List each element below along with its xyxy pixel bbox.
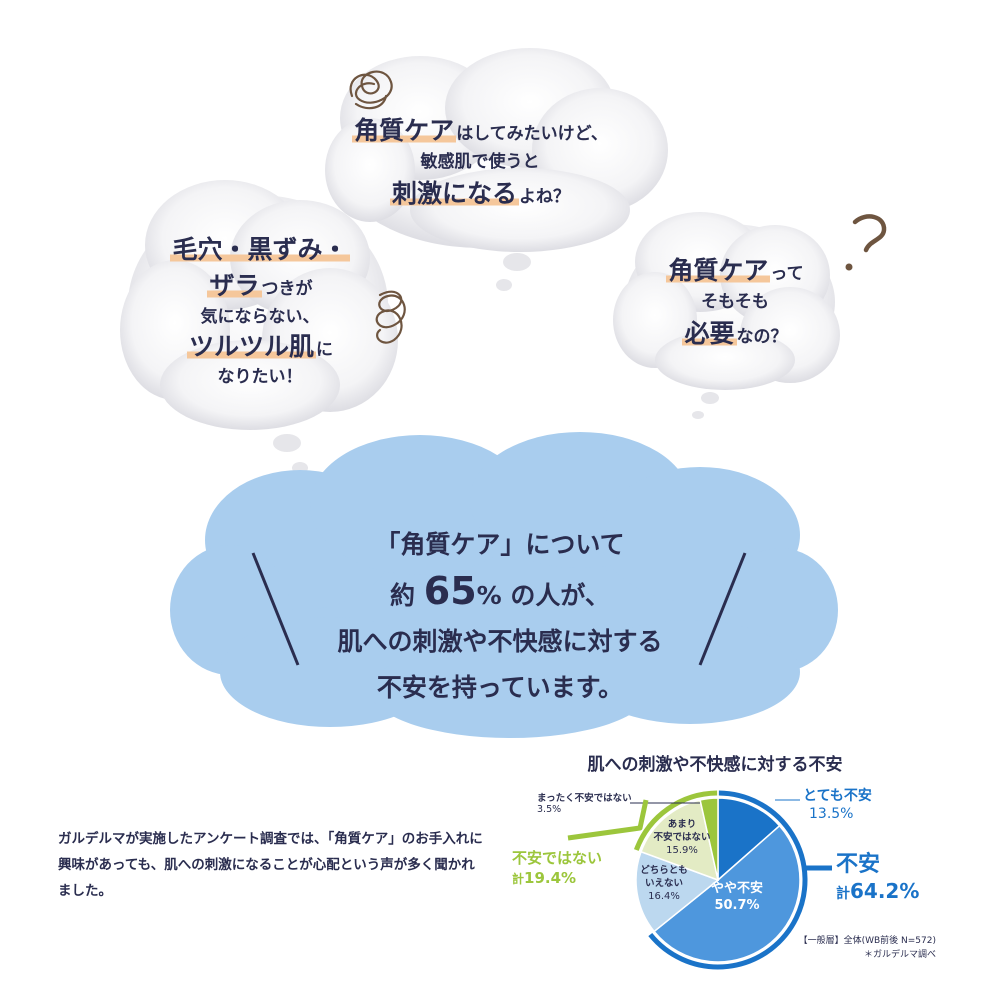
- question-dot: [845, 263, 853, 271]
- label-anxious-prefix: 計: [836, 886, 850, 902]
- survey-note: 【一般層】全体(WB前後 N=572) ＊ガルデルマ調べ: [740, 934, 936, 962]
- label-anxious-total: 計64.2%: [836, 878, 919, 907]
- bubble-top-line3: よね？: [519, 187, 570, 207]
- main-message-line1: 「角質ケア」について: [375, 530, 625, 559]
- slice-label-yaya: やや不安: [711, 880, 763, 896]
- swirl-icon: [375, 290, 406, 344]
- bubble-right-line1: って: [770, 264, 804, 284]
- slice-value-amari: 15.9%: [666, 845, 698, 856]
- main-message: 「角質ケア」について 約 65% の人が、 肌への刺激や不快感に対する 不安を持…: [300, 522, 700, 711]
- label-totemo-text: とても不安: [803, 788, 872, 804]
- slice-label-amari-1: あまり: [668, 818, 697, 830]
- slash-right: [698, 552, 747, 666]
- slice-label-dochira-1: どちらとも: [640, 864, 688, 876]
- pie-slice: [717, 797, 781, 882]
- label-not-anxious-value: 19.4%: [524, 869, 577, 887]
- label-not-anxious-prefix: 計: [512, 872, 525, 886]
- pie-slice: [653, 824, 801, 963]
- label-anxious: 不安 計64.2%: [836, 852, 919, 907]
- main-message-line4: 不安を持っています。: [376, 673, 624, 702]
- scribble-icon: [349, 70, 393, 110]
- thought-dot: [692, 411, 704, 419]
- bubble-left-text: 毛穴・黒ずみ・ ザラつきが 気にならない、 ツルツル肌に なりたい！: [150, 232, 370, 390]
- bubble-top-text: 角質ケアはしてみたいけど、 敏感肌で使うと 刺激になるよね？: [330, 112, 630, 213]
- slice-value-yaya: 50.7%: [714, 898, 759, 913]
- slice-value-dochira: 16.4%: [648, 891, 680, 902]
- chart-title: 肌への刺激や不快感に対する不安: [587, 755, 843, 775]
- bubble-right-highlight2: 必要: [682, 319, 737, 348]
- bubble-right-text: 角質ケアって そもそも 必要なの？: [630, 252, 840, 353]
- survey-description: ガルデルマが実施したアンケート調査では、「角質ケア」のお手入れに興味があっても、…: [58, 831, 483, 899]
- thought-dot: [496, 279, 512, 291]
- survey-note-2: ＊ガルデルマ調べ: [863, 950, 936, 960]
- bubble-top-highlight2: 刺激になる: [389, 179, 519, 208]
- survey-note-1: 【一般層】全体(WB前後 N=572): [798, 936, 936, 946]
- label-mattaku-value: 3.5%: [537, 804, 562, 815]
- label-not-anxious: 不安ではない 計19.4%: [512, 848, 602, 889]
- slash-left: [251, 552, 300, 666]
- bubble-left-line2: つきが: [261, 279, 313, 300]
- slice-label-dochira-2: いえない: [645, 878, 683, 889]
- bubble-top-highlight1: 角質ケア: [352, 116, 457, 145]
- group-arc-anxious: [648, 790, 808, 970]
- label-mattaku-text: まったく不安ではない: [537, 793, 632, 804]
- pie-slice: [640, 799, 720, 882]
- bubble-top-line2: 敏感肌で使うと: [420, 151, 540, 172]
- thought-dot: [701, 392, 719, 404]
- bubble-left-highlight3: ツルツル肌: [186, 332, 316, 362]
- bubble-right-line2: そもそも: [701, 291, 769, 312]
- main-message-line2: 約 65% の人が、: [300, 568, 700, 619]
- main-message-pre: 約: [390, 581, 416, 610]
- label-anxious-text: 不安: [836, 852, 881, 877]
- main-message-number: 65: [423, 569, 477, 613]
- pie-slice: [635, 850, 720, 933]
- question-mark-icon: [852, 214, 887, 253]
- pie-slice: [699, 797, 719, 881]
- bubble-right-highlight1: 角質ケア: [666, 256, 771, 285]
- main-message-post: % の人が、: [476, 581, 610, 610]
- bubble-left-highlight2: ザラ: [207, 271, 262, 301]
- pie-chart: やや不安 50.7% どちらとも いえない 16.4% あまり 不安ではない 1…: [633, 790, 808, 970]
- label-not-anxious-total: 計19.4%: [512, 868, 602, 889]
- main-cloud: [170, 432, 838, 738]
- bubble-left-line3: 気にならない、: [200, 306, 320, 327]
- label-totemo-value: 13.5%: [809, 806, 854, 822]
- label-not-anxious-text: 不安ではない: [512, 849, 603, 867]
- slice-label-amari-2: 不安ではない: [653, 831, 710, 843]
- main-message-line3: 肌への刺激や不快感に対する: [337, 627, 663, 656]
- bubble-left-line5: なりたい！: [217, 367, 303, 388]
- label-totemo: とても不安 13.5%: [803, 787, 872, 823]
- bubble-top-line1: はしてみたいけど、: [456, 124, 608, 144]
- bubble-left-line4: に: [316, 340, 333, 361]
- bubble-right-line3: なの？: [736, 327, 788, 347]
- label-anxious-value: 64.2%: [850, 879, 920, 903]
- bubble-left-highlight1: 毛穴・黒ずみ・: [170, 235, 350, 264]
- label-mattaku: まったく不安ではない 3.5%: [537, 790, 632, 815]
- thought-dot: [273, 434, 301, 452]
- thought-dot: [503, 253, 531, 271]
